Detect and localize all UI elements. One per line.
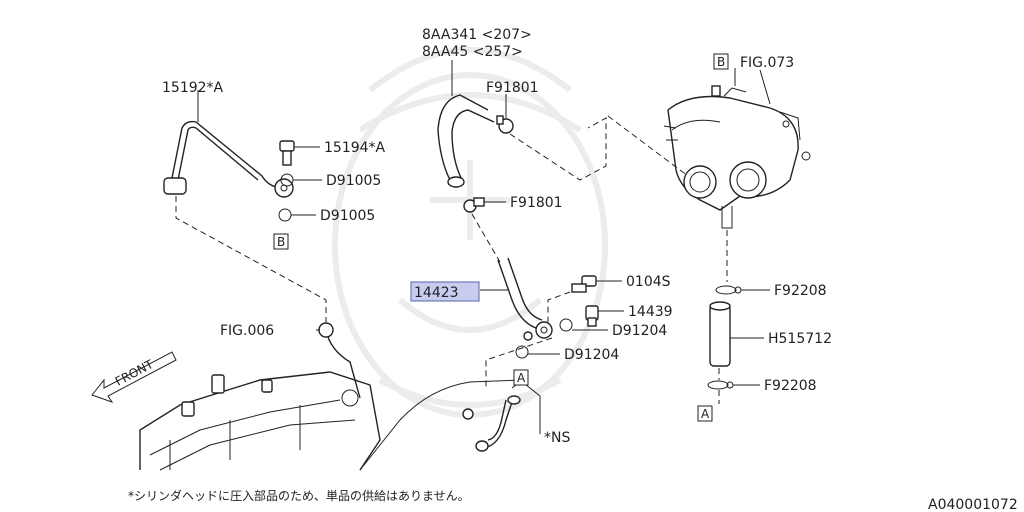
label-15192[interactable]: 15192*A (162, 80, 224, 96)
lower-hose-ns (359, 379, 521, 471)
gasket-d91005-lower (278, 208, 292, 222)
clamp-f92208-upper (715, 285, 742, 295)
diagram-id: A040001072 (928, 497, 1018, 512)
water-pipe-14423 (497, 257, 553, 341)
label-15194[interactable]: 15194*A (324, 140, 386, 156)
oil-pipe-15192 (163, 120, 294, 198)
bolt-0104s (571, 275, 597, 293)
label-d91005-a[interactable]: D91005 (326, 173, 381, 189)
bolt-14439 (585, 305, 599, 327)
label-ref-b-left: B (277, 235, 285, 249)
label-f92208-top[interactable]: F92208 (774, 283, 827, 299)
gasket-d91204-lower (515, 345, 529, 359)
label-14439[interactable]: 14439 (628, 304, 673, 320)
label-d91005-b[interactable]: D91005 (320, 208, 375, 224)
label-front: FRONT (113, 357, 156, 389)
footnote: *シリンダヘッドに圧入部品のため、単品の供給はありません。 (128, 488, 470, 503)
label-f91801-mid[interactable]: F91801 (510, 195, 563, 211)
engine-block (139, 322, 381, 471)
label-8aa45[interactable]: 8AA45 <257> (422, 44, 523, 60)
label-14423[interactable]: 14423 (414, 285, 459, 301)
label-d91204-a[interactable]: D91204 (612, 323, 667, 339)
label-0104s[interactable]: 0104S (626, 274, 671, 290)
label-fig-073[interactable]: FIG.073 (740, 55, 794, 71)
label-f91801-top[interactable]: F91801 (486, 80, 539, 96)
banjo-bolt-15194 (279, 140, 295, 166)
ref-box-b-left (273, 233, 289, 250)
label-ns[interactable]: *NS (544, 430, 570, 446)
highlight-14423 (410, 281, 480, 302)
label-ref-b-top: B (717, 55, 725, 69)
clamp-f91801-upper (496, 115, 514, 134)
coolant-hose-8aa341 (437, 94, 495, 188)
label-8aa341[interactable]: 8AA341 <207> (422, 27, 532, 43)
label-fig-006[interactable]: FIG.006 (220, 323, 274, 339)
ref-box-a-bottom (697, 405, 713, 422)
label-f92208-bottom[interactable]: F92208 (764, 378, 817, 394)
clamp-f92208-lower (707, 380, 734, 390)
label-ref-a-bottom: A (701, 407, 710, 421)
label-h515712[interactable]: H515712 (768, 331, 832, 347)
ref-box-b-top (713, 53, 729, 70)
turbocharger (663, 85, 811, 229)
ref-box-a-mid (513, 369, 529, 386)
clamp-f91801-lower (463, 197, 485, 213)
hose-h515712 (709, 301, 731, 367)
label-d91204-b[interactable]: D91204 (564, 347, 619, 363)
gasket-d91204-upper (559, 318, 573, 332)
front-arrow (91, 351, 177, 403)
label-ref-a-mid: A (517, 371, 526, 385)
